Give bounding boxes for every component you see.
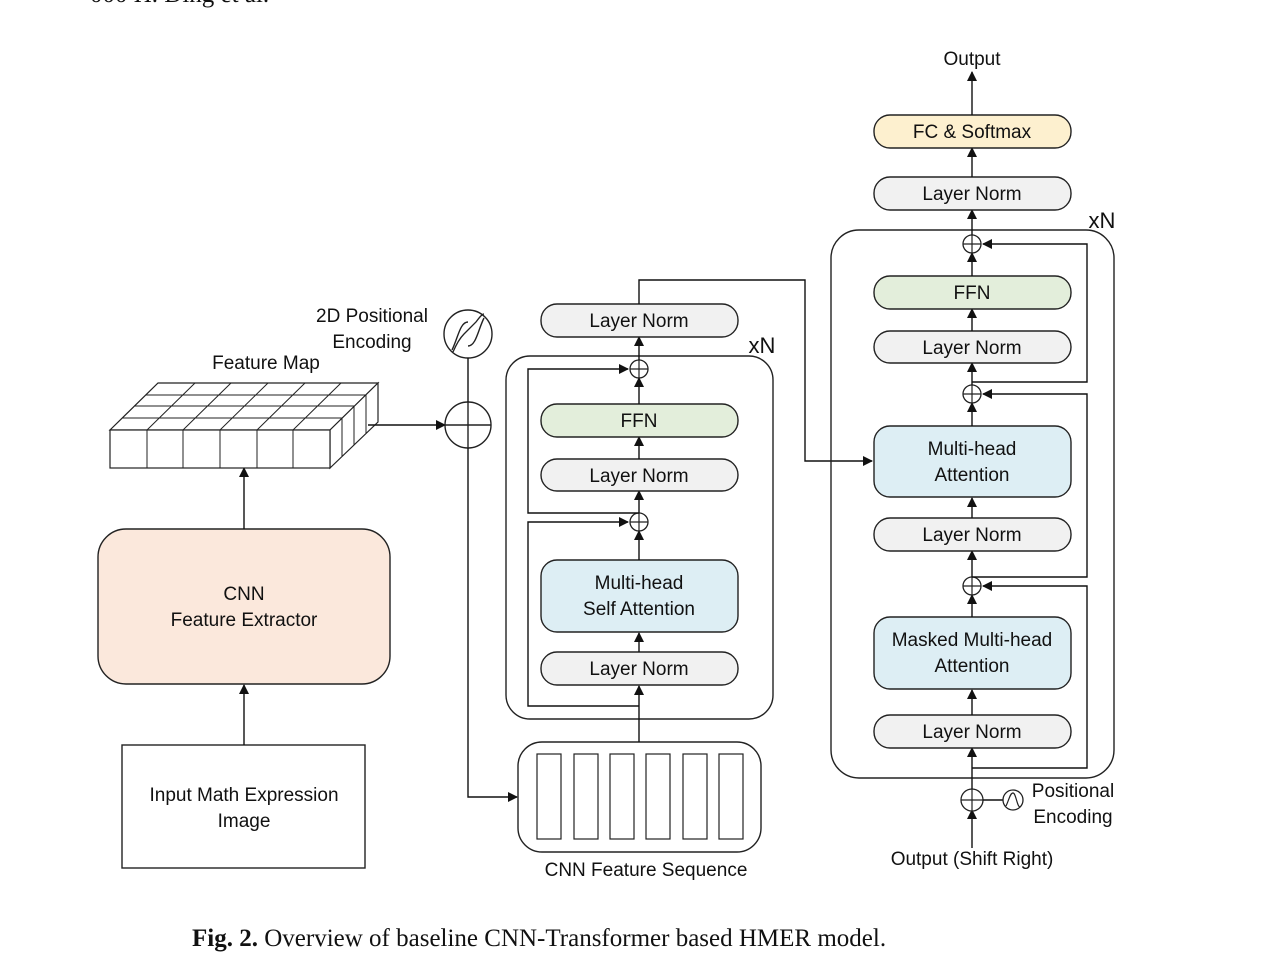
decoder-layernorm-masked: Layer Norm bbox=[873, 714, 1072, 749]
positional-2d-label-line2: Encoding bbox=[332, 332, 411, 353]
output-label: Output bbox=[943, 49, 1001, 70]
encoder-ffn-box: FFN bbox=[540, 403, 739, 438]
shift-right-input-label: Output (Shift Right) bbox=[891, 849, 1054, 870]
arrow-add-to-sequence bbox=[467, 448, 518, 802]
self-attention-label-line2: Self Attention bbox=[583, 599, 695, 620]
cnn-feature-sequence bbox=[517, 741, 762, 853]
input-image-label-line1: Input Math Expression bbox=[149, 785, 338, 806]
decoder-layernorm-cross: Layer Norm bbox=[873, 517, 1072, 552]
encoder-layernorm-bottom: Layer Norm bbox=[540, 651, 739, 686]
encoder-layernorm-mid-label: Layer Norm bbox=[589, 466, 688, 487]
caption-text: Overview of baseline CNN-Transformer bas… bbox=[258, 925, 886, 952]
input-image-box: Input Math Expression Image bbox=[121, 744, 366, 869]
decoder-residual-1 bbox=[972, 581, 1088, 769]
fc-softmax-label: FC & Softmax bbox=[913, 122, 1032, 143]
figure-caption: Fig. 2. Overview of baseline CNN-Transfo… bbox=[192, 925, 886, 952]
positional-2d-label-line1: 2D Positional bbox=[316, 306, 428, 327]
masked-attention-label-line1: Masked Multi-head bbox=[892, 630, 1053, 651]
decoder-residual-2 bbox=[972, 389, 1088, 578]
cross-attention-label-line2: Attention bbox=[935, 465, 1010, 486]
encoder-self-attention-box: Multi-head Self Attention bbox=[540, 559, 739, 633]
encoder-repeat-label: xN bbox=[749, 333, 776, 358]
cnn-feature-extractor-box: CNN Feature Extractor bbox=[97, 528, 391, 685]
positional-label-line1: Positional bbox=[1032, 781, 1114, 802]
decoder-residual-3 bbox=[972, 239, 1088, 383]
arrow-encoder-to-decoder bbox=[638, 279, 873, 466]
encoder-residual-2 bbox=[527, 364, 639, 514]
cnn-label-line2: Feature Extractor bbox=[171, 610, 318, 631]
self-attention-label-line1: Multi-head bbox=[595, 573, 684, 594]
encoder-ffn-label: FFN bbox=[621, 411, 658, 432]
encoder-residual-1 bbox=[527, 517, 639, 707]
input-image-label-line2: Image bbox=[218, 811, 271, 832]
add-circle-icon-large bbox=[444, 401, 492, 449]
encoder-layernorm-mid: Layer Norm bbox=[540, 458, 739, 492]
encoder-layernorm-top-label: Layer Norm bbox=[589, 311, 688, 332]
decoder-add-icon-input bbox=[960, 788, 984, 812]
page-header: 000 H. Ding et al. bbox=[90, 0, 269, 8]
cnn-label-line1: CNN bbox=[223, 584, 264, 605]
decoder-masked-attention-box: Masked Multi-head Attention bbox=[873, 616, 1072, 690]
feature-map-grid bbox=[108, 381, 380, 470]
sine-wave-icon-decoder bbox=[1002, 789, 1024, 811]
decoder-layernorm-final-label: Layer Norm bbox=[922, 184, 1021, 205]
decoder-cross-attention-box: Multi-head Attention bbox=[873, 425, 1072, 498]
encoder-add-icon-2 bbox=[629, 359, 649, 379]
feature-sequence-label: CNN Feature Sequence bbox=[545, 860, 748, 881]
encoder-layernorm-top: Layer Norm bbox=[540, 303, 739, 338]
masked-attention-label-line2: Attention bbox=[935, 656, 1010, 677]
decoder-layernorm-cross-label: Layer Norm bbox=[922, 525, 1021, 546]
encoder-layernorm-bottom-label: Layer Norm bbox=[589, 659, 688, 680]
decoder-repeat-label: xN bbox=[1089, 208, 1116, 233]
decoder-layernorm-final: Layer Norm bbox=[873, 176, 1072, 211]
decoder-ffn-label: FFN bbox=[954, 283, 991, 304]
decoder-ffn-box: FFN bbox=[873, 275, 1072, 310]
decoder-layernorm-masked-label: Layer Norm bbox=[922, 722, 1021, 743]
cross-attention-label-line1: Multi-head bbox=[928, 439, 1017, 460]
caption-label: Fig. 2. bbox=[192, 925, 258, 952]
decoder-add-icon-2 bbox=[962, 384, 982, 404]
decoder-add-icon-3 bbox=[962, 234, 982, 254]
positional-label-line2: Encoding bbox=[1033, 807, 1112, 828]
sine-wave-icon bbox=[443, 309, 493, 359]
decoder-layernorm-ffn: Layer Norm bbox=[873, 330, 1072, 364]
fc-softmax-box: FC & Softmax bbox=[873, 114, 1072, 149]
feature-map-label: Feature Map bbox=[212, 353, 320, 374]
decoder-add-icon-1 bbox=[962, 576, 982, 596]
encoder-add-icon-1 bbox=[629, 512, 649, 532]
decoder-layernorm-ffn-label: Layer Norm bbox=[922, 338, 1021, 359]
